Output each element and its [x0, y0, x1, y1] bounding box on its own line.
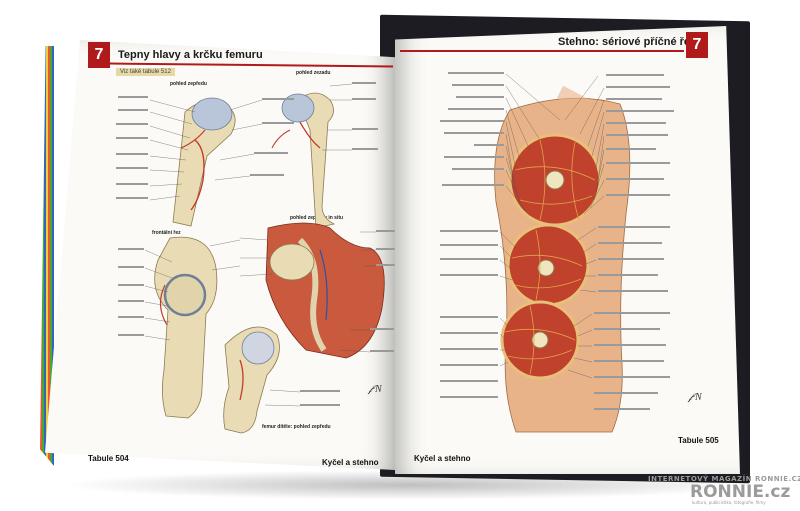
watermark-top-text: INTERNETOVÝ MAGAZÍN RONNIE.CZ: [648, 475, 800, 483]
right-footer-section: Kyčel a stehno: [414, 454, 471, 463]
caption-front-view: pohled zepředu: [170, 81, 207, 87]
femur-back-illustration: [271, 92, 336, 229]
left-page-subtitle: Viz také tabule 512: [116, 68, 175, 76]
caption-frontal-section: frontální řez: [152, 230, 181, 236]
child-femur-illustration: [223, 326, 280, 434]
right-leader-lines: [499, 73, 605, 379]
right-artist-signature: 𝒻·N: [687, 392, 703, 403]
caption-back-view: pohled zezadu: [296, 70, 331, 76]
left-chapter-badge: 7: [88, 42, 110, 68]
right-label-text-blocks: [440, 72, 674, 410]
hip-frontal-section-illustration: [154, 236, 218, 419]
right-title-rule: [400, 50, 684, 52]
watermark-logo: RONNIE.cz: [690, 482, 791, 502]
left-label-text-blocks: [116, 82, 398, 406]
left-page-title: Tepny hlavy a krčku femuru: [118, 49, 263, 61]
watermark-tagline: kultura, publicistika, fotografie, filmy: [692, 500, 766, 505]
ronnie-watermark: INTERNETOVÝ MAGAZÍN RONNIE.CZ RONNIE.cz …: [648, 473, 800, 507]
femur-front-illustration: [172, 97, 236, 227]
right-chapter-badge: 7: [686, 32, 708, 58]
right-page-title: Stehno: sériové příčné řezy: [558, 36, 702, 48]
right-footer-table-number: Tabule 505: [678, 436, 719, 445]
left-leader-lines: [144, 83, 376, 407]
caption-child-femur: femur dítěte: pohled zepředu: [262, 424, 331, 430]
left-footer-section: Kyčel a stehno: [322, 458, 379, 467]
left-footer-table-number: Tabule 504: [88, 454, 129, 463]
thigh-in-situ-illustration: [265, 222, 385, 359]
left-artist-signature: 𝒻·N: [367, 384, 383, 395]
thigh-cross-sections-illustration: [494, 85, 631, 433]
